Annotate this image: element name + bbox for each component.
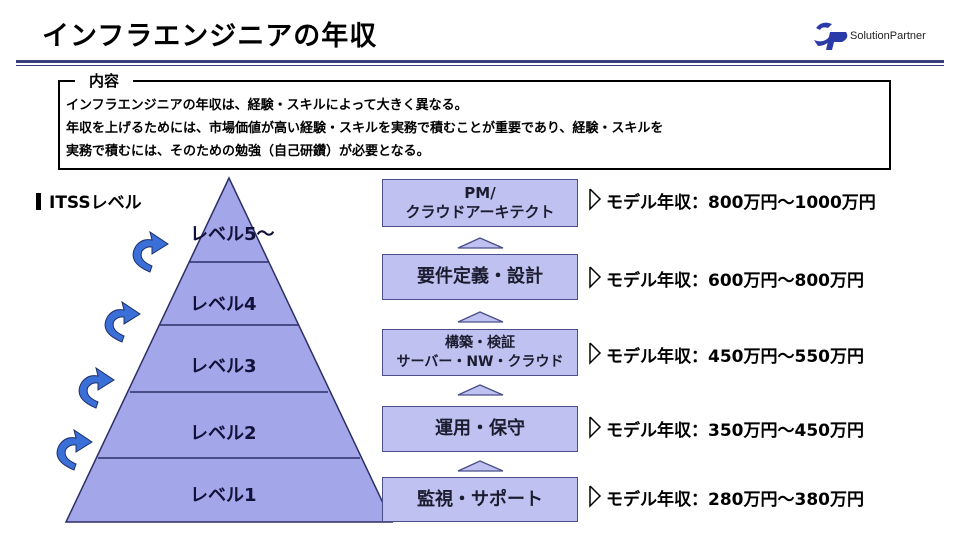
step-arrow-icon — [56, 428, 93, 471]
pyramid-level-5: レベル5～ — [190, 224, 275, 245]
logo-text: SolutionPartner — [850, 30, 926, 42]
pyramid-level-4: レベル4 — [190, 294, 257, 315]
salary-support: モデル年収：280万円～380万円 — [606, 490, 864, 510]
header-rule-thin — [16, 65, 944, 66]
pyramid-level-3: レベル3 — [190, 356, 257, 377]
logo-mark-icon — [814, 22, 848, 50]
content-box — [58, 80, 891, 170]
up-triangle-icon — [457, 460, 504, 472]
header-rule — [16, 60, 944, 63]
content-line-2: 年収を上げるためには、市場価値が高い経験・スキルを実務で積むことが重要であり、経… — [66, 121, 664, 136]
role-connectors — [457, 237, 504, 472]
role-line: 運用・保守 — [435, 418, 525, 440]
role-line: 要件定義・設計 — [417, 266, 543, 288]
chevron-right-icon — [589, 342, 602, 365]
pyramid-level-2: レベル2 — [190, 423, 257, 444]
up-triangle-icon — [457, 384, 504, 396]
heading-bar — [36, 193, 41, 210]
role-line: 構築・検証 — [445, 335, 515, 352]
chevron-right-icon — [589, 266, 602, 289]
content-line-1: インフラエンジニアの年収は、経験・スキルによって大きく異なる。 — [66, 98, 468, 113]
step-arrow-icon — [104, 300, 141, 343]
company-logo: SolutionPartner — [810, 18, 950, 58]
page-title: インフラエンジニアの年収 — [42, 21, 378, 52]
pyramid-level-1: レベル1 — [190, 485, 257, 506]
role-line: サーバー・NW・クラウド — [396, 353, 564, 370]
chevron-right-icon — [589, 188, 602, 211]
itss-heading: ITSSレベル — [36, 188, 142, 213]
role-line: PM/ — [464, 183, 496, 202]
pyramid-shape — [64, 176, 394, 523]
step-arrows — [56, 230, 169, 471]
content-line-3: 実務で積むには、そのための勉強（自己研鑽）が必要となる。 — [66, 144, 430, 159]
role-box-pm: PM/ クラウドアーキテクト — [382, 179, 578, 227]
salary-operation: モデル年収：350万円～450万円 — [606, 421, 864, 441]
step-arrow-icon — [78, 366, 115, 409]
salary-chevrons — [589, 188, 602, 508]
role-box-operation: 運用・保守 — [382, 406, 578, 452]
salary-design: モデル年収：600万円～800万円 — [606, 271, 864, 291]
role-box-support: 監視・サポート — [382, 477, 578, 522]
role-box-build: 構築・検証 サーバー・NW・クラウド — [382, 329, 578, 376]
itss-label: ITSSレベル — [49, 193, 142, 213]
role-line: 監視・サポート — [417, 488, 543, 510]
content-label: 内容 — [75, 70, 134, 91]
chevron-right-icon — [589, 485, 602, 508]
salary-pm: モデル年収：800万円～1000万円 — [606, 193, 876, 213]
up-triangle-icon — [457, 237, 504, 249]
role-line: クラウドアーキテクト — [405, 203, 555, 221]
salary-build: モデル年収：450万円～550万円 — [606, 347, 864, 367]
up-triangle-icon — [457, 311, 504, 323]
chevron-right-icon — [589, 416, 602, 439]
step-arrow-icon — [132, 230, 169, 273]
role-box-design: 要件定義・設計 — [382, 254, 578, 300]
